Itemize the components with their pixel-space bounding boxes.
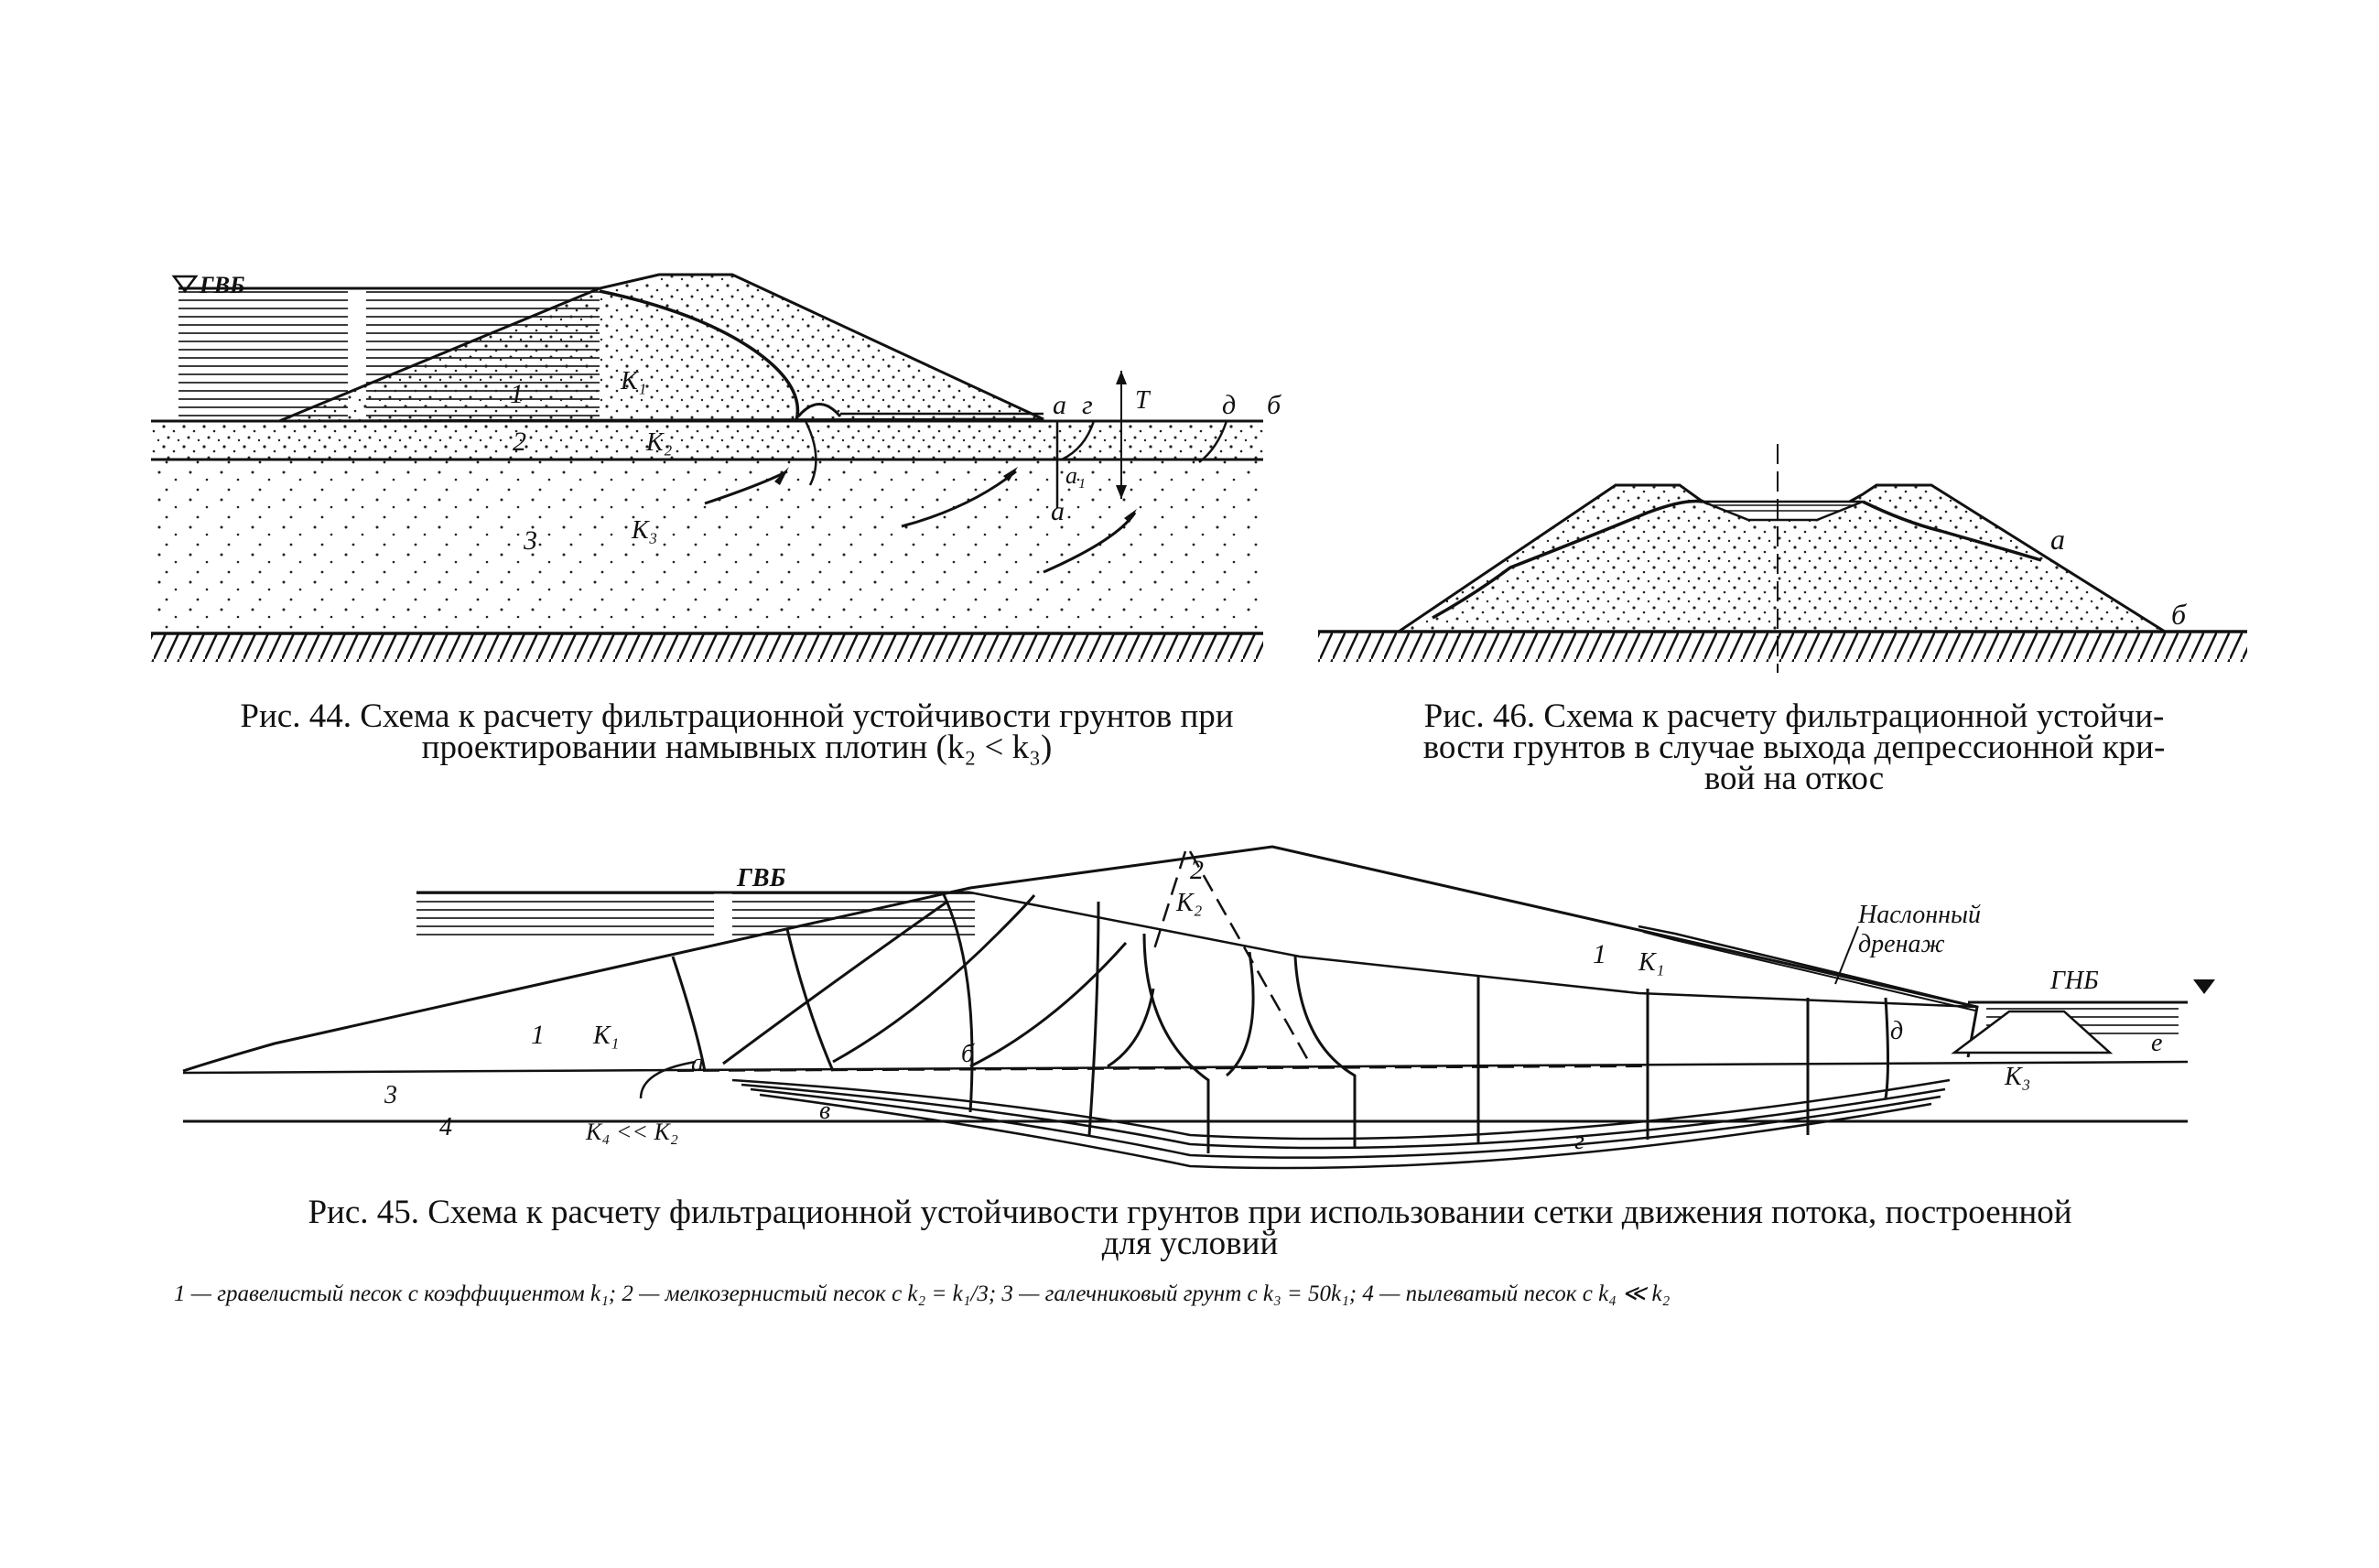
fig45-label-drain-1: Наслонный xyxy=(1857,901,1981,929)
fig44-label-b: б xyxy=(1267,390,1281,420)
fig45-label-a: а xyxy=(691,1049,704,1077)
fig44-label-a-lower: а xyxy=(1051,496,1065,526)
fig45-legend: 1 — гравелистый песок с коэффициентом k₁… xyxy=(174,1281,1671,1306)
fig44-depression-curve xyxy=(599,289,800,422)
fig44-label-k3: K₃ xyxy=(631,516,657,545)
fig45-label-2: 2 xyxy=(1190,855,1204,885)
fig44-caption-line-2: проектировании намывных плотин (k₂ < k₃) xyxy=(421,729,1053,766)
fig46-caption-line-2: вости грунтов в случае выхода депрессион… xyxy=(1422,729,2166,766)
fig45-label-k1-left: K₁ xyxy=(592,1022,619,1050)
fig44-layer-2 xyxy=(151,421,1263,460)
fig45-label-gvb: ГВБ xyxy=(736,864,786,892)
fig44-caption: Рис. 44. Схема к расчету фильтрационной … xyxy=(183,697,1291,766)
fig45-label-k2: K₂ xyxy=(1175,889,1203,917)
fig45-label-1-right: 1 xyxy=(1593,939,1606,969)
fig45-label-gnb: ГНБ xyxy=(2049,967,2099,995)
fig44-label-d: д xyxy=(1222,390,1236,420)
fig44-label-t: Т xyxy=(1135,386,1152,415)
fig44-drain xyxy=(796,403,842,417)
fig45-caption-line-1: Рис. 45. Схема к расчету фильтрационной … xyxy=(308,1194,2072,1231)
fig44-label-k1: K₁ xyxy=(620,367,646,395)
fig46-diagram: а б xyxy=(1318,444,2247,673)
fig45-label-d: д xyxy=(1890,1017,1903,1045)
fig44-label-a: а xyxy=(1053,390,1066,420)
fig46-caption: Рис. 46. Схема к расчету фильтрационной … xyxy=(1355,697,2233,797)
fig46-label-b: б xyxy=(2171,598,2187,631)
fig45-label-k4-k2: K₄ << K₂ xyxy=(585,1119,678,1145)
fig44-layer-3 xyxy=(151,460,1263,633)
fig44-label-3: 3 xyxy=(523,525,537,556)
fig46-caption-line-3: вой на откос xyxy=(1703,760,1885,797)
fig45-label-k3: K₃ xyxy=(2004,1063,2030,1091)
fig45-label-e: е xyxy=(2151,1029,2162,1057)
fig45-label-1-left: 1 xyxy=(531,1020,545,1050)
fig44-label-gvb: ГВБ xyxy=(199,272,245,298)
fig44-label-1: 1 xyxy=(510,379,524,409)
fig44-label-g: г xyxy=(1082,390,1093,420)
fig45-label-3: 3 xyxy=(384,1081,397,1109)
fig45-caption: Рис. 45. Схема к расчету фильтрационной … xyxy=(183,1194,2197,1262)
fig44-diagram: ГВБ 1 K₁ 2 K₂ 3 K₃ а г Т д б а₁ а xyxy=(151,272,1281,662)
fig44-label-a1: а₁ xyxy=(1065,462,1086,489)
fig46-depression-curve-right xyxy=(1862,500,2042,562)
fig44-label-2: 2 xyxy=(513,427,526,457)
fig45-toe-drain xyxy=(1951,1010,2114,1054)
fig44-water-level-icon xyxy=(171,275,199,294)
fig44-dam-body xyxy=(278,273,1044,423)
fig45-label-b: б xyxy=(961,1040,975,1068)
fig45-diagram: ГВБ ГНБ Наслонный дренаж 1 K₁ 1 K₁ 2 K₂ … xyxy=(182,845,2215,1170)
fig45-dam-outline xyxy=(182,845,1979,1073)
fig46-depression-curve-left xyxy=(1432,499,1703,620)
fig45-label-g: г xyxy=(1574,1127,1584,1155)
fig45-upstream-water xyxy=(416,892,975,938)
fig44-ground-hatch xyxy=(151,634,1263,662)
fig45-label-4: 4 xyxy=(439,1113,452,1141)
fig44-caption-line-1: Рис. 44. Схема к расчету фильтрационной … xyxy=(240,697,1234,735)
fig46-label-a: а xyxy=(2050,523,2065,556)
fig45-caption-line-2: для условий xyxy=(1101,1225,1279,1262)
fig45-label-k1-right: K₁ xyxy=(1638,948,1664,977)
fig45-label-v: в xyxy=(819,1097,830,1125)
fig44-label-k2: K₂ xyxy=(645,428,673,457)
fig46-caption-line-1: Рис. 46. Схема к расчету фильтрационной … xyxy=(1423,697,2165,735)
fig45-label-drain-2: дренаж xyxy=(1858,930,1945,958)
